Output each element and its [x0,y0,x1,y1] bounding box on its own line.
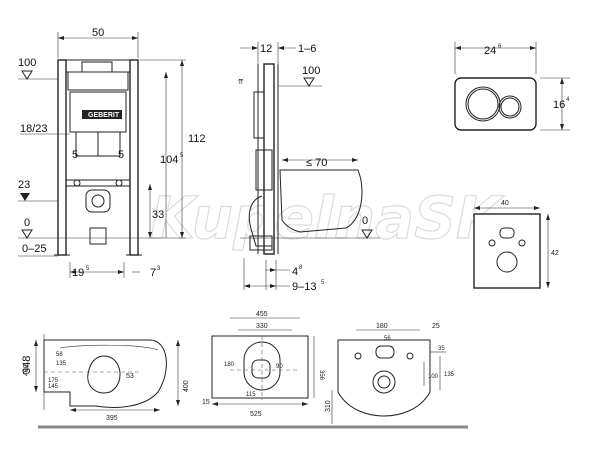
wc-rear-310: 310 [325,400,332,412]
wc-side-175: 175 [48,378,59,384]
side-foot-depth-sup: 8 [299,265,303,271]
front-bolt-spacing: 18/23 [20,123,48,135]
front-foot-offset-sup: 3 [157,266,161,272]
wc-side-58: 58 [56,352,63,358]
wc-top-455: 455 [256,311,268,318]
wc-side-348: 348 [21,356,33,374]
wc-side-mount-height: 400 [23,364,30,376]
wc-rear-56: 56 [384,336,391,342]
side-foot-range: 9–13 [292,281,316,293]
front-offset-right: 5 [118,149,124,161]
front-width-label: 50 [92,27,104,39]
wc-side-length: 395 [106,415,118,422]
plate-height-sup: 4 [566,97,570,103]
front-offset-left: 5 [72,149,78,161]
wc-rear-100: 100 [428,374,439,380]
front-level-100: 100 [18,57,36,69]
side-foot-depth: 4 [292,266,298,278]
wc-rear-180: 180 [376,323,388,330]
front-range-bottom: 0–25 [22,243,46,255]
wc-top-15: 15 [202,399,210,406]
front-height-frame-sup: 5 [180,153,184,159]
plate-height: 16 [553,99,565,111]
wc-top-115: 115 [246,392,256,398]
mount-width: 40 [501,200,509,207]
wc-top-90: 90 [276,364,283,370]
wc-side-145: 145 [48,384,59,390]
side-bowl-projection: ≤ 70 [306,157,327,169]
side-view: 12 1–6 ⇈ 100 ≤ 70 0 4 [238,42,380,293]
mount-height: 42 [551,250,559,257]
wc-side-view: 400 348 58 135 145 175 53 395 400 [21,334,190,422]
front-level-23: 23 [18,179,30,191]
wc-rear-35: 35 [438,346,445,352]
wc-side-53: 53 [126,373,134,380]
wc-rear-135: 135 [444,372,455,378]
wc-side-height-400: 400 [183,380,190,392]
svg-text:⇈: ⇈ [238,78,244,86]
front-inlet-height: 33 [152,209,164,221]
front-level-0: 0 [24,217,30,229]
plate-width-sup: 6 [498,44,502,50]
front-view: 50 GEBERIT 112 104 5 [18,27,206,279]
mounting-plate: 40 42 [473,200,559,289]
wc-side-135: 135 [56,361,67,367]
wc-top-330: 330 [256,323,268,330]
side-depth: 12 [260,43,272,55]
plate-width: 24 [484,45,496,57]
front-foot-spacing: 19 [72,267,84,279]
svg-text:GEBERIT: GEBERIT [88,112,120,119]
front-foot-spacing-sup: 5 [86,266,90,272]
wc-rear-view: 180 25 56 35 100 135 310 [325,323,455,424]
side-wall-range: 1–6 [298,43,316,55]
wc-top-525: 525 [250,411,262,418]
wc-rear-25: 25 [432,323,440,330]
side-level-0: 0 [362,215,368,227]
watermark: KupelnaSK [150,184,505,252]
front-height-total: 112 [188,133,206,145]
wc-top-356: 356 [318,370,324,381]
wc-top-180: 180 [224,362,235,368]
flush-plate: 24 6 16 4 [454,42,570,131]
side-level-100: 100 [302,65,320,77]
wc-top-view: 455 330 180 90 115 15 356 525 [202,311,324,418]
front-height-frame: 104 [160,154,178,166]
front-foot-offset: 7 [150,267,156,279]
side-foot-range-sup: 5 [321,280,325,286]
